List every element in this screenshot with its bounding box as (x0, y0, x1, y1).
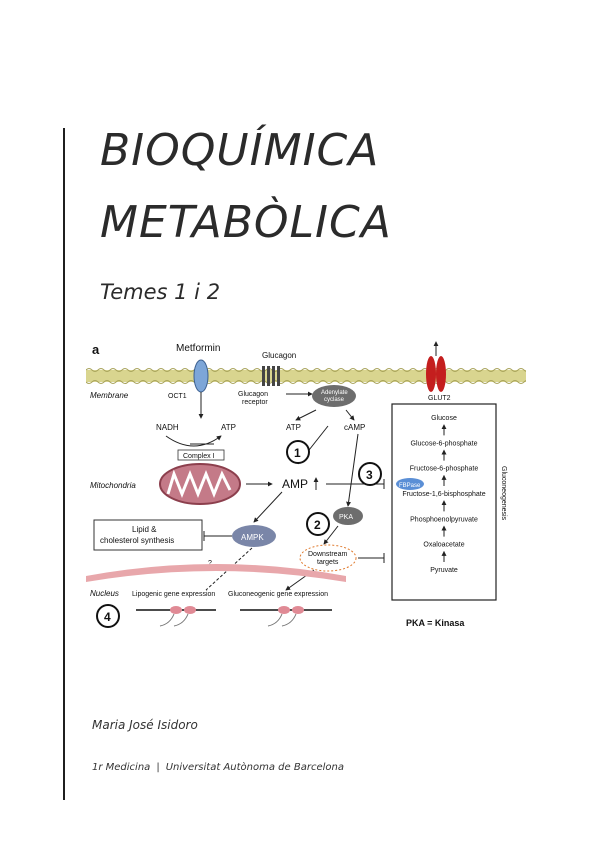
glucagon-receptor-label-2: receptor (242, 399, 268, 406)
pathway-step: Phosphoenolpyruvate (410, 516, 478, 523)
pka-shape (333, 507, 363, 525)
svg-text:1: 1 (294, 446, 301, 460)
step-2-badge (306, 512, 330, 536)
oct1-label: OCT1 (168, 393, 187, 400)
complex-i-label: Complex I (183, 453, 215, 460)
downstream-label-2: targets (317, 559, 339, 566)
footer-separator: | (156, 762, 160, 773)
pka-kinasa-note: PKA = Kinasa (406, 618, 465, 628)
membrane-band (86, 370, 526, 382)
step-1-badge (286, 440, 310, 464)
footer: 1r Medicina | Universitat Autònoma de Barc… (92, 762, 344, 773)
pathway-step: Fructose-1,6-bisphosphate (402, 491, 485, 498)
adenylate-label-1: Adenylate (321, 390, 348, 396)
lipogenic-label: Lipogenic gene expression (132, 591, 215, 598)
title-line-1: BIOQUÍMICA (100, 125, 380, 176)
pka-label: PKA (339, 514, 353, 521)
fbpase-shape (396, 478, 424, 490)
svg-text:2: 2 (314, 518, 321, 532)
downstream-label-1: Downstream (308, 551, 347, 558)
glut2-transporter (426, 356, 436, 392)
pathway-diagram: a Metformin Glucagon Membrane OCT1 Gluca… (86, 341, 526, 628)
question-mark: ? (208, 560, 212, 567)
nadh-label: NADH (156, 423, 179, 432)
gluconeogenic-label: Gluconeogenic gene expression (228, 591, 328, 598)
membrane-label: Membrane (90, 391, 129, 400)
author-name: Maria José Isidoro (92, 718, 198, 732)
gluconeogenesis-label: Gluconeogenesis (500, 466, 507, 521)
vertical-rule (63, 128, 65, 800)
lipid-synthesis-box (93, 519, 203, 551)
pathway-step: Pyruvate (430, 567, 458, 574)
amp-label: AMP (282, 477, 308, 491)
university-label: Universitat Autònoma de Barcelona (165, 762, 344, 773)
gluconeogenic-gene-icon (240, 606, 332, 627)
lipogenic-gene-icon (136, 606, 216, 627)
step-4-badge (96, 604, 120, 628)
svg-text:4: 4 (104, 610, 111, 624)
svg-text:3: 3 (366, 468, 373, 482)
metformin-label: Metformin (176, 343, 220, 354)
glut2-label: GLUT2 (428, 395, 451, 402)
ampk-shape (232, 525, 276, 547)
atp-left-label: ATP (221, 423, 236, 432)
glucagon-receptor-icon (262, 366, 280, 386)
pathway-step: Fructose-6-phosphate (410, 466, 479, 473)
adenylate-label-2: cyclase (324, 397, 345, 403)
panel-label: a (92, 342, 100, 357)
adenylate-cyclase-shape (312, 385, 356, 407)
camp-label: cAMP (344, 423, 365, 432)
glucagon-receptor-label-1: Glucagon (238, 391, 268, 398)
mitochondria-icon (159, 463, 241, 505)
glucagon-label: Glucagon (262, 351, 296, 360)
pathway-step: Glucose-6-phosphate (411, 440, 478, 447)
downstream-targets-shape (299, 544, 357, 572)
atp-mid-label: ATP (286, 423, 301, 432)
lipid-label-2: cholesterol synthesis (100, 536, 174, 545)
pathway-list: GlucoseGlucose-6-phosphateFructose-6-pho… (402, 415, 485, 574)
pathway-step: Oxaloacetate (423, 542, 464, 549)
nucleus-membrane (86, 564, 346, 582)
fbpase-label: FBPase (399, 483, 421, 489)
ampk-label: AMPK (241, 533, 264, 542)
complex-i-box (177, 449, 225, 461)
course-label: 1r Medicina (92, 762, 151, 773)
pathway-step: Glucose (431, 415, 457, 422)
nucleus-label: Nucleus (90, 589, 119, 598)
subtitle: Temes 1 i 2 (100, 280, 221, 304)
lipid-label-1: Lipid & (132, 525, 157, 534)
oct1-transporter (193, 359, 209, 393)
mitochondria-label: Mitochondria (90, 481, 136, 490)
metformin-pathway-figure: a Metformin Glucagon Membrane OCT1 Gluca… (86, 338, 526, 638)
title-line-2: METABÒLICA (100, 197, 392, 248)
step-3-badge (358, 462, 382, 486)
